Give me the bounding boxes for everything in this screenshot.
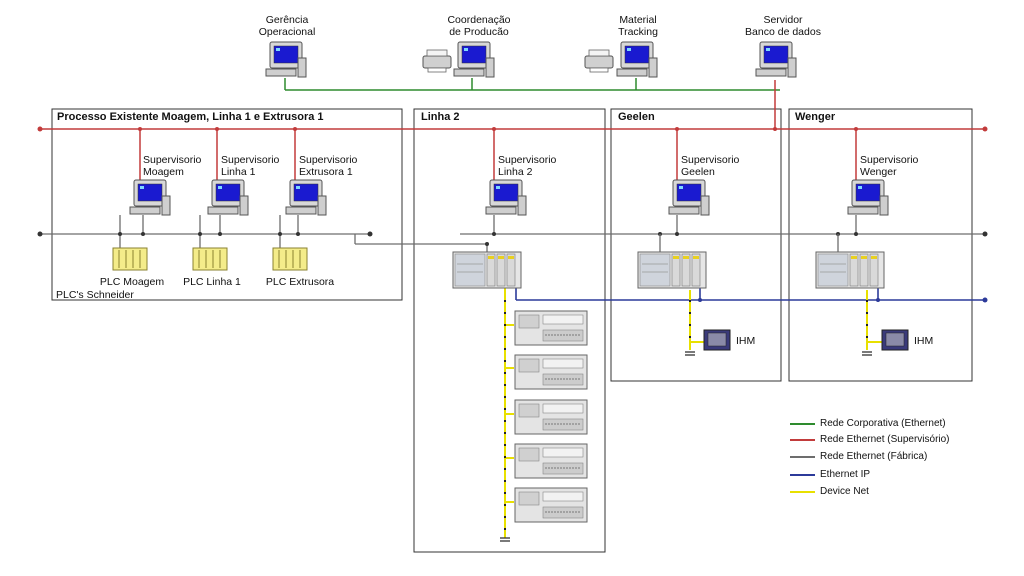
plc-icon: [272, 247, 308, 271]
computer-icon: [129, 179, 171, 216]
area-box-linha2: [413, 108, 606, 553]
area-title-wenger: Wenger: [795, 111, 836, 123]
computer-icon: [616, 41, 658, 78]
plc-rack-icon: [815, 251, 885, 289]
plc-rack-icon: [452, 251, 522, 289]
computer-icon: [847, 179, 889, 216]
area-box-geelen: [610, 108, 782, 382]
hmi-icon: [703, 329, 731, 351]
computer-icon: [207, 179, 249, 216]
plc-label-linha1: PLC Linha 1: [183, 276, 241, 288]
supervisor-label-wenger: Supervisorio Wenger: [860, 154, 919, 178]
legend-item: Rede Corporativa (Ethernet): [820, 418, 946, 429]
legend-item: Ethernet IP: [820, 469, 871, 480]
legend-item: Rede Ethernet (Supervisório): [820, 434, 950, 445]
plc-icon: [112, 247, 148, 271]
legend-item: Device Net: [820, 486, 869, 497]
corporate-network: [284, 78, 780, 91]
device-net: [504, 285, 882, 538]
area-title-processo: Processo Existente Moagem, Linha 1 e Ext…: [57, 111, 324, 123]
computer-icon: [453, 41, 495, 78]
hmi-icon: [881, 329, 909, 351]
area-title-geelen: Geelen: [618, 111, 655, 123]
area-title-linha2: Linha 2: [421, 111, 460, 123]
supervisor-label-linha1: Supervisorio Linha 1: [221, 154, 280, 178]
factory-network: [40, 215, 985, 252]
station-label-gerencia: Gerência Operacional: [258, 14, 316, 38]
station-label-material-tracking: Material Tracking: [618, 14, 658, 38]
hmi-label-geelen: IHM: [736, 335, 756, 347]
io-module-icon: [514, 310, 588, 346]
hmi-label-wenger: IHM: [914, 335, 934, 347]
area-box-processo: [51, 108, 403, 301]
legend-item: Rede Ethernet (Fábrica): [820, 451, 928, 462]
supervisor-label-extrusora1: Supervisorio Extrusora 1: [299, 154, 358, 178]
io-module-icon: [514, 487, 588, 523]
io-module-icon: [514, 354, 588, 390]
plc-label-moagem: PLC Moagem: [99, 276, 165, 288]
computer-icon: [668, 179, 710, 216]
printer-icon: [422, 49, 452, 73]
printer-icon: [584, 49, 614, 73]
computer-icon: [485, 179, 527, 216]
plc-label-extrusora: PLC Extrusora: [265, 276, 335, 288]
supervisor-label-linha2: Supervisorio Linha 2: [498, 154, 557, 178]
supervisor-label-geelen: Supervisorio Geelen: [681, 154, 740, 178]
legend-swatches: [790, 423, 815, 493]
supervisor-label-moagem: Supervisorio Moagem: [143, 154, 202, 178]
plc-group-label: PLC's Schneider: [56, 289, 134, 301]
plc-icon: [192, 247, 228, 271]
station-label-servidor: Servidor Banco de dados: [745, 14, 821, 38]
io-module-icon: [514, 443, 588, 479]
station-label-coordenacao: Coordenação de Producão: [447, 14, 511, 38]
server-icon: [755, 41, 797, 78]
plc-rack-icon: [637, 251, 707, 289]
ethernet-ip-network: [515, 285, 985, 301]
area-box-wenger: [788, 108, 973, 382]
io-module-icon: [514, 399, 588, 435]
computer-icon: [265, 41, 307, 78]
computer-icon: [285, 179, 327, 216]
